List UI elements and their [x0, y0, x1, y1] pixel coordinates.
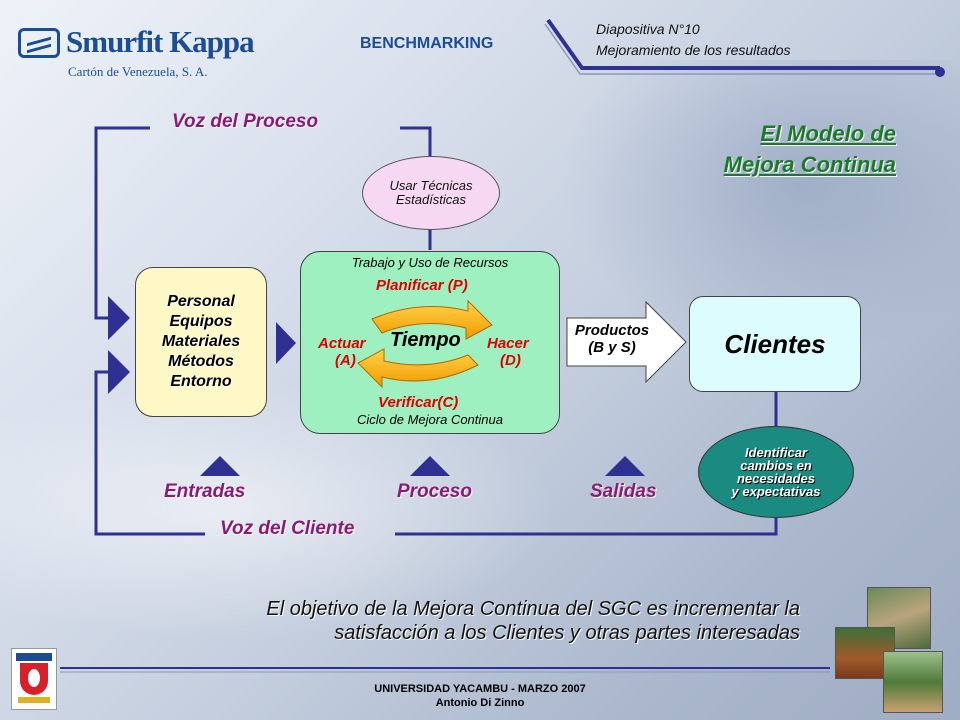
pdca-act-code: (A)	[335, 352, 356, 369]
voz-cliente-label: Voz del Cliente	[220, 518, 355, 539]
inputs-box: Personal Equipos Materiales Métodos Ento…	[135, 267, 267, 417]
model-title: El Modelo de Mejora Continua	[640, 118, 896, 180]
voz-cliente-arrowhead	[108, 350, 130, 394]
proceso-triangle	[410, 456, 450, 476]
footer-author: Antonio Di Zinno	[435, 697, 525, 709]
process-box	[300, 251, 560, 434]
footer-university: UNIVERSIDAD YACAMBU - MARZO 2007	[374, 683, 586, 695]
products-arrow	[566, 300, 687, 384]
objective-statement: El objetivo de la Mejora Continua del SG…	[140, 597, 800, 645]
header-divider-line	[546, 18, 940, 70]
pdca-center: Tiempo	[390, 329, 461, 351]
voz-proceso-label: Voz del Proceso	[172, 111, 319, 132]
objective-line2: satisfacción a los Clientes y otras part…	[334, 622, 800, 644]
model-title-line2: Mejora Continua	[723, 152, 896, 177]
voz-cliente-line-left	[94, 370, 205, 536]
needs-node: Identificar cambios en necesidades y exp…	[698, 426, 854, 518]
university-crest-icon	[11, 648, 57, 710]
process-bottom-label: Ciclo de Mejora Continua	[357, 412, 503, 427]
pdca-plan: Planificar (P)	[376, 277, 468, 294]
objective-line1: El objetivo de la Mejora Continua del SG…	[266, 598, 800, 620]
pdca-top-arrow	[371, 299, 493, 340]
input-item: Personal	[167, 293, 235, 310]
proceso-label: Proceso	[397, 481, 472, 502]
voz-proceso-line-left	[94, 126, 150, 320]
pdca-bottom-arrow	[357, 348, 479, 389]
field-photo	[883, 651, 943, 713]
needs-line: necesidades	[736, 471, 816, 486]
products-line2: (B y S)	[588, 339, 636, 356]
inputs-to-process-arrowhead	[276, 322, 296, 364]
header-divider-dot	[935, 67, 945, 77]
input-item: Equipos	[169, 313, 233, 330]
model-title-line1: El Modelo de	[760, 121, 896, 146]
logo-mark-icon	[18, 28, 60, 58]
needs-line: cambios en	[740, 458, 812, 473]
voz-proceso-arrowhead	[108, 296, 130, 340]
section-title: BENCHMARKING	[360, 35, 494, 52]
process-top-label: Trabajo y Uso de Recursos	[351, 255, 509, 270]
clients-box: Clientes	[689, 296, 861, 392]
salidas-triangle	[605, 456, 645, 476]
logo-subtitle: Cartón de Venezuela, S. A.	[68, 64, 208, 79]
pdca-do-code: (D)	[500, 352, 521, 369]
statistical-techniques-line2: Estadísticas	[395, 192, 467, 207]
slide-subtitle: Mejoramiento de los resultados	[596, 42, 791, 58]
pdca-check: Verificar(C)	[378, 394, 459, 411]
input-item: Métodos	[168, 353, 234, 370]
photo-collage	[835, 587, 945, 713]
input-item: Materiales	[161, 333, 241, 350]
entradas-triangle	[200, 456, 240, 476]
header-divider-line-shadow	[544, 23, 938, 75]
entradas-label: Entradas	[164, 481, 246, 502]
pdca-act: Actuar	[318, 335, 366, 352]
needs-line: y expectativas	[731, 484, 821, 499]
statistical-techniques-node: Usar Técnicas Estadísticas	[362, 156, 500, 230]
pdca-cycle-arrows	[357, 299, 493, 389]
products-line1: Productos	[574, 322, 650, 339]
slide-number: Diapositiva N°10	[596, 21, 700, 37]
needs-line: Identificar	[744, 445, 808, 460]
statistical-techniques-line1: Usar Técnicas	[389, 178, 473, 193]
salidas-label: Salidas	[590, 481, 657, 502]
input-item: Entorno	[170, 373, 232, 390]
company-logo: Smurfit Kappa Cartón de Venezuela, S. A.	[18, 24, 288, 84]
logo-name: Smurfit Kappa	[66, 24, 255, 59]
pdca-do: Hacer	[487, 335, 529, 352]
products-label: Productos (B y S)	[566, 322, 658, 356]
footer-divider	[60, 667, 830, 673]
